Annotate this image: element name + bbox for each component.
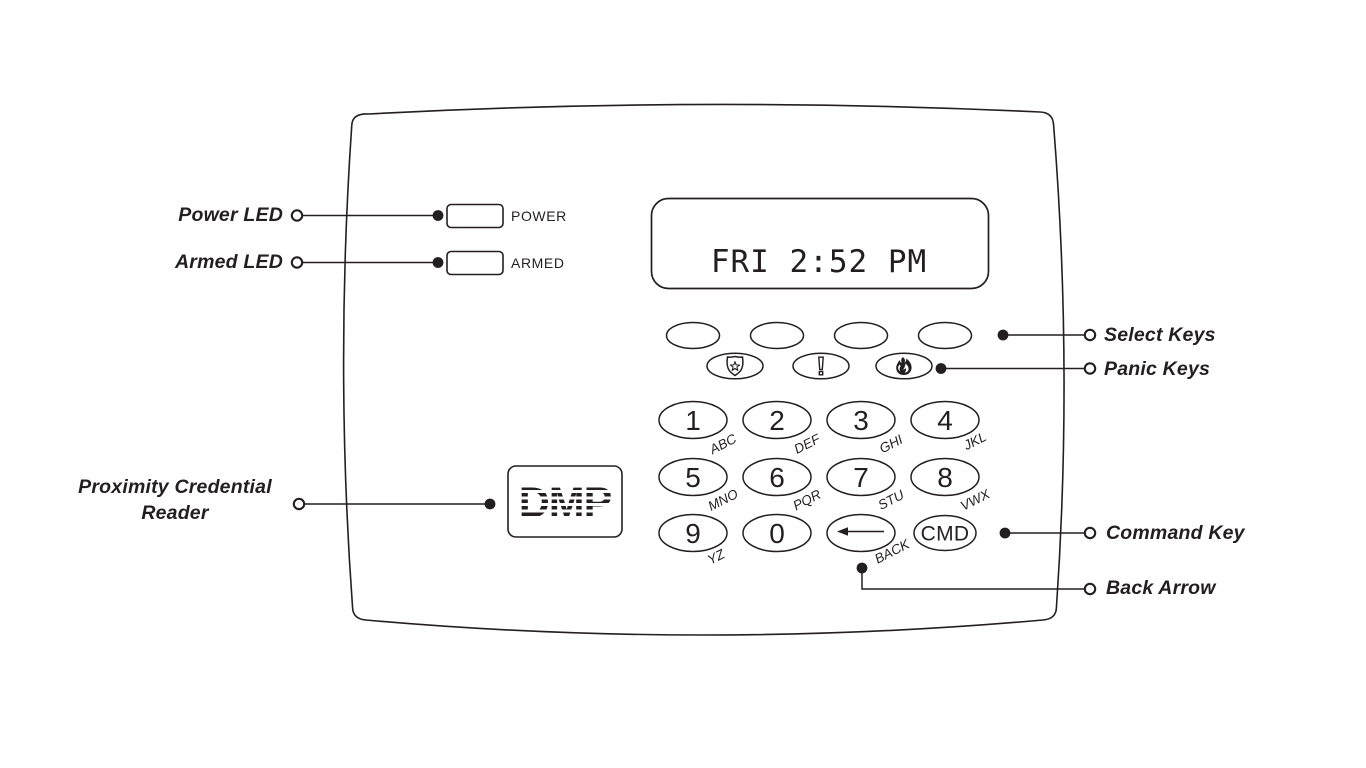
fire-icon: [896, 357, 912, 375]
keypad-housing-outline: [342, 103, 1065, 636]
power-led: POWER: [446, 203, 567, 229]
key-0[interactable]: 0: [742, 513, 812, 553]
callout-command-key: Command Key: [1106, 522, 1245, 544]
key-9-letters: YZ: [705, 546, 728, 568]
key-5[interactable]: 5 MNO: [658, 457, 741, 514]
armed-led-label: ARMED: [511, 255, 565, 271]
key-1-digit: 1: [685, 405, 701, 436]
callout-armed-led: Armed LED: [175, 251, 283, 273]
callout-rings: [290, 209, 1097, 596]
key-9[interactable]: 9 YZ: [658, 513, 728, 568]
key-2-digit: 2: [769, 405, 785, 436]
callout-panic-keys: Panic Keys: [1104, 358, 1211, 380]
police-badge-icon: [726, 355, 744, 377]
power-led-label: POWER: [511, 208, 567, 224]
callout-select-keys: Select Keys: [1104, 324, 1216, 346]
back-arrow-icon: [837, 527, 884, 536]
callout-power-led: Power LED: [178, 204, 283, 226]
key-8-digit: 8: [937, 462, 953, 493]
proximity-reader: DMP: [507, 465, 623, 538]
panic-key-emergency[interactable]: [792, 352, 850, 380]
key-4-digit: 4: [937, 405, 953, 436]
back-arrow-leader: [861, 568, 1090, 590]
dmp-logo-stripes: [511, 483, 619, 519]
key-back[interactable]: BACK: [826, 513, 913, 567]
callout-back-arrow: Back Arrow: [1106, 577, 1216, 599]
emergency-icon: [818, 356, 824, 376]
number-keys: 1 ABC 2 DEF 3 GHI 4 JKL 5 MNO 6 PQR: [658, 400, 993, 568]
key-3-digit: 3: [853, 405, 869, 436]
callout-lines: [297, 214, 1090, 590]
key-1[interactable]: 1 ABC: [658, 400, 739, 458]
lcd-display: FRI 2:52 PM: [650, 197, 990, 290]
callout-dots: [432, 210, 1011, 574]
key-cmd[interactable]: CMD: [913, 514, 977, 552]
select-keys: [665, 321, 973, 350]
callout-prox-reader: Proximity Credential Reader: [78, 476, 272, 524]
key-4[interactable]: 4 JKL: [910, 400, 989, 454]
panic-keys: [706, 352, 933, 380]
key-6[interactable]: 6 PQR: [742, 457, 824, 514]
select-key-4[interactable]: [917, 321, 973, 350]
key-6-digit: 6: [769, 462, 785, 493]
key-8[interactable]: 8 VWX: [910, 457, 993, 514]
panic-key-police[interactable]: [706, 352, 764, 380]
panic-key-fire[interactable]: [875, 352, 933, 380]
select-key-3[interactable]: [833, 321, 889, 350]
select-key-2[interactable]: [749, 321, 805, 350]
lcd-display-text: FRI 2:52 PM: [711, 244, 927, 280]
key-9-digit: 9: [685, 518, 701, 549]
key-0-digit: 0: [769, 518, 785, 549]
key-7-digit: 7: [853, 462, 869, 493]
key-5-digit: 5: [685, 462, 701, 493]
armed-led: ARMED: [446, 250, 565, 276]
select-key-1[interactable]: [665, 321, 721, 350]
key-cmd-label: CMD: [921, 523, 970, 546]
